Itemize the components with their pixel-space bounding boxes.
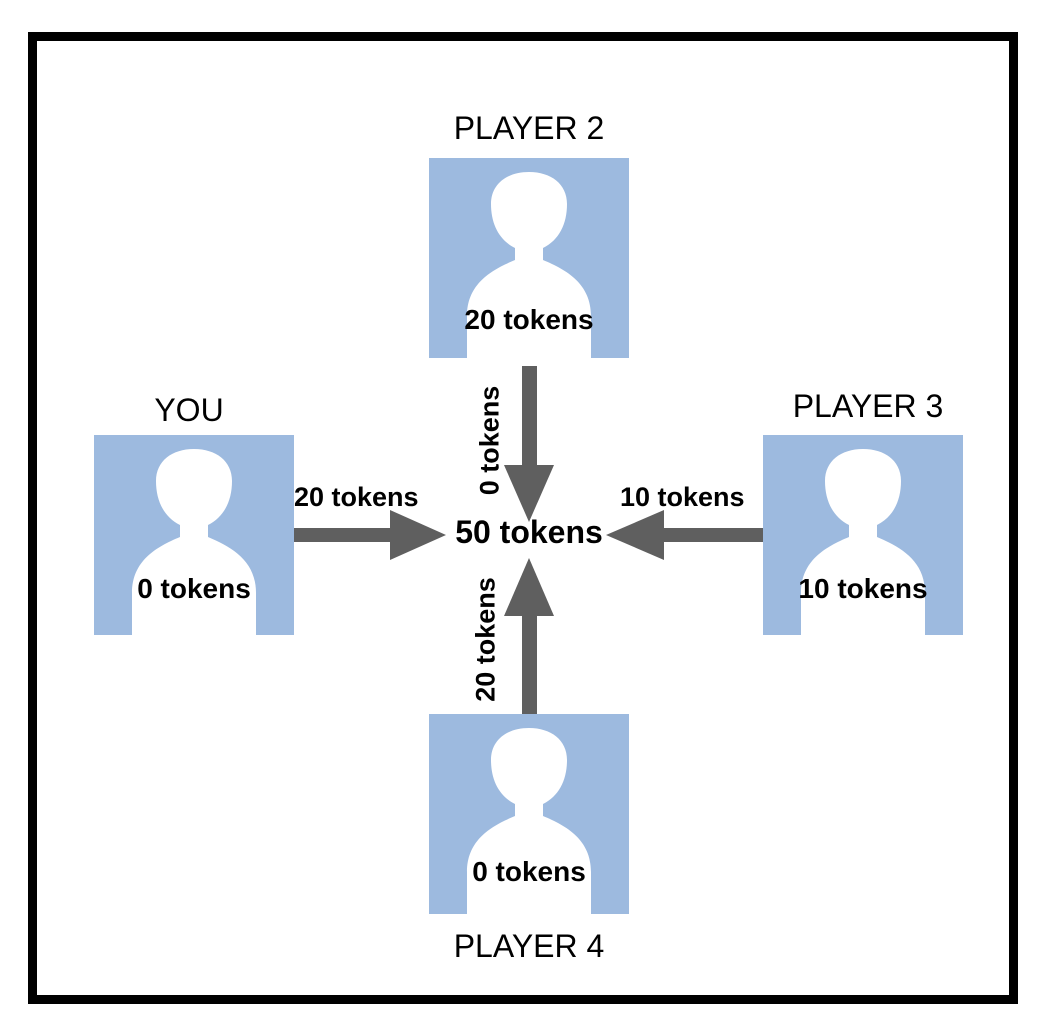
player-card-you: 0 tokens — [94, 435, 294, 635]
person-silhouette-icon — [429, 714, 629, 914]
player-name-you: YOU — [154, 392, 224, 428]
player-name-player3: PLAYER 3 — [792, 388, 944, 424]
player-card-player4: 0 tokens — [429, 714, 629, 914]
player-tokens-player2: 20 tokens — [464, 304, 594, 335]
arrow-player4-to-pot — [504, 558, 554, 716]
player-tokens-you: 0 tokens — [137, 573, 251, 604]
person-silhouette-icon — [763, 435, 963, 635]
contribution-you: 20 tokens — [294, 482, 419, 512]
arrow-player2-to-pot — [504, 366, 554, 522]
player-tokens-player4: 0 tokens — [472, 856, 586, 887]
contribution-player3: 10 tokens — [620, 482, 745, 512]
arrow-you-to-pot — [293, 510, 446, 560]
person-silhouette-icon — [94, 435, 294, 635]
pot-total: 50 tokens — [455, 514, 603, 550]
person-silhouette-icon — [429, 158, 629, 358]
contribution-player4: 20 tokens — [470, 577, 501, 702]
player-card-player2: 20 tokens — [429, 158, 629, 358]
contribution-player2: 0 tokens — [474, 385, 505, 496]
arrow-player3-to-pot — [606, 510, 764, 560]
player-tokens-player3: 10 tokens — [798, 573, 928, 604]
player-name-player2: PLAYER 2 — [453, 110, 605, 146]
player-name-player4: PLAYER 4 — [453, 928, 605, 964]
player-card-player3: 10 tokens — [763, 435, 963, 635]
